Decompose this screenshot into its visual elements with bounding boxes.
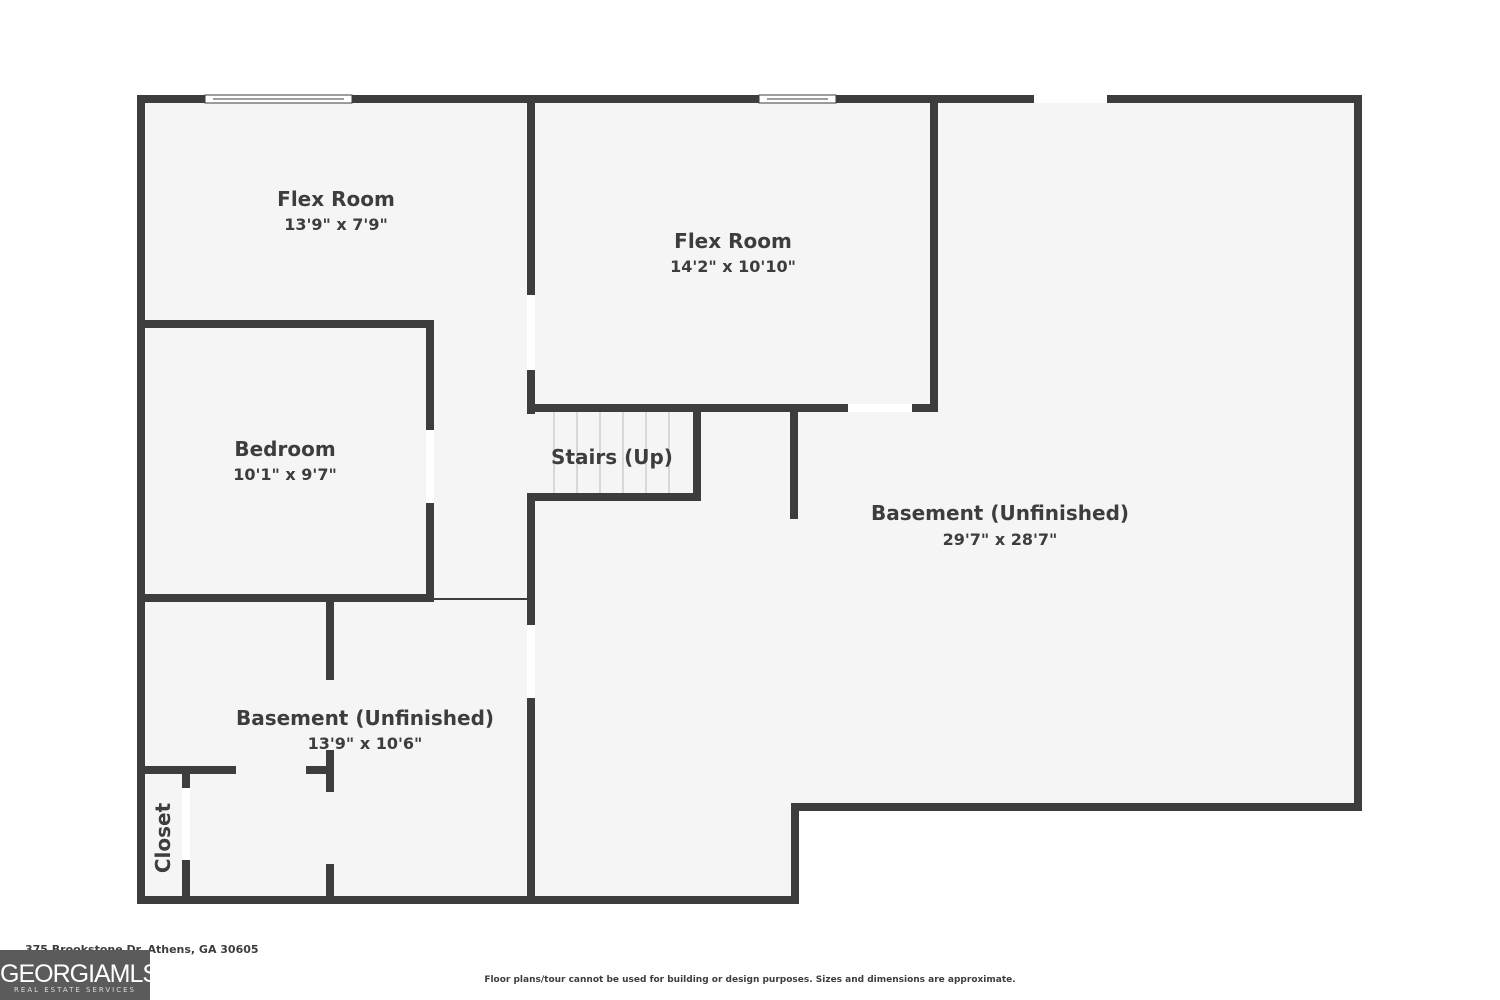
room-dims: 14'2" x 10'10" <box>670 257 796 276</box>
room-name: Closet <box>151 802 175 873</box>
logo-sub: REAL ESTATE SERVICES <box>14 986 136 994</box>
room-dims: 13'9" x 10'6" <box>308 734 423 753</box>
room-name: Bedroom <box>234 437 335 461</box>
disclaimer: Floor plans/tour cannot be used for buil… <box>484 975 1016 985</box>
room-name: Basement (Unfinished) <box>236 706 494 730</box>
windows <box>182 94 1107 860</box>
georgia-mls-logo: GEORGIAMLS REAL ESTATE SERVICES <box>0 950 159 1000</box>
outer-wall <box>137 95 1362 904</box>
floor-area <box>141 99 1358 900</box>
room-name: Stairs (Up) <box>551 445 673 469</box>
room-dims: 13'9" x 7'9" <box>284 215 388 234</box>
room-name: Flex Room <box>277 187 395 211</box>
room-name: Flex Room <box>674 229 792 253</box>
room-dims: 29'7" x 28'7" <box>943 530 1058 549</box>
interior-walls <box>137 95 938 904</box>
stairs-treads <box>553 412 670 493</box>
room-dims: 10'1" x 9'7" <box>233 465 337 484</box>
logo-main: GEORGIAMLS <box>0 960 159 988</box>
room-name: Basement (Unfinished) <box>871 501 1129 525</box>
